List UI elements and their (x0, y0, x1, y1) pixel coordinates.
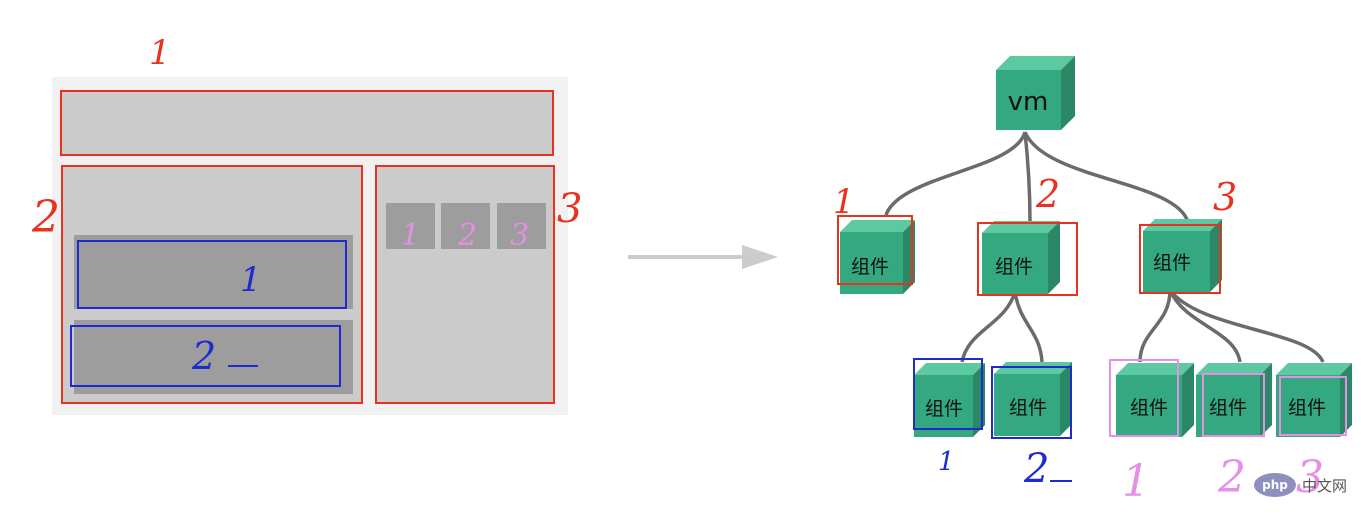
node-level1-1-label: 组件 (851, 256, 889, 278)
annotation-tab-2: 2 (457, 218, 477, 253)
leaf-3-1: 组件 (1109, 359, 1194, 437)
edge-root-1 (884, 131, 1027, 216)
annotation-inner-2: 2 (191, 334, 216, 378)
level1-number-3: 3 (1213, 175, 1237, 219)
annotation-inner-1: 1 (240, 260, 262, 300)
leaf-3-1-label: 组件 (1130, 397, 1168, 419)
leaf-2-1: 组件 (913, 358, 985, 437)
inner-block-2-bg (74, 320, 353, 394)
arrow-head (742, 245, 778, 269)
edge-root-2 (1023, 131, 1032, 223)
php-logo-text: php (1262, 478, 1288, 492)
edge-3-leaf-1 (1138, 289, 1172, 363)
leaf-3-2-label: 组件 (1209, 397, 1247, 419)
leaf-pink-number-3: 3 (1296, 452, 1324, 503)
edge-root-3 (1023, 131, 1190, 223)
node-level1-1-outline (837, 215, 913, 285)
root-label: vm (1008, 87, 1049, 117)
leaf-blue-number-2: 2 (1023, 446, 1049, 492)
annotation-right: 3 (557, 186, 582, 232)
header-block (60, 90, 554, 156)
leaf-3-3-outline (1279, 376, 1347, 436)
component-tree: vm 组件 组件 组件 (833, 56, 1352, 507)
node-level1-3-outline (1139, 224, 1221, 294)
layout-diagram: 1 2 3 1 2 1 2 3 (31, 33, 582, 415)
inner-block-1-outline (77, 240, 347, 309)
edge-3-leaf-2 (1168, 289, 1242, 363)
node-level1-2: 组件 (977, 221, 1078, 296)
leaf-2-1-outline (913, 358, 983, 430)
watermark-text: 中文网 (1302, 477, 1347, 495)
node-level1-3: 组件 (1139, 219, 1222, 294)
transform-arrow (628, 245, 778, 269)
leaf-3-3-label: 组件 (1288, 397, 1326, 419)
annotation-tab-3: 3 (510, 218, 529, 253)
root-node: vm (996, 56, 1075, 130)
node-level1-2-label: 组件 (995, 256, 1033, 278)
level1-number-1: 1 (833, 182, 855, 222)
edge-2-leaf-1 (960, 291, 1017, 363)
tab-box-1 (386, 203, 435, 249)
annotation-left: 2 (31, 192, 60, 243)
leaf-3-3: 组件 (1276, 363, 1352, 437)
right-block (375, 165, 555, 404)
level1-number-2: 2 (1035, 172, 1060, 216)
edge-3-leaf-3 (1168, 288, 1325, 363)
tab-box-2 (441, 203, 490, 249)
leaf-blue-number-1: 1 (938, 447, 955, 477)
leaf-3-2-outline (1202, 373, 1265, 437)
node-level1-3-label: 组件 (1153, 252, 1191, 274)
watermark: php 中文网 (1254, 473, 1347, 497)
leaf-2-1-label: 组件 (925, 398, 963, 420)
edge-2-leaf-2 (1013, 291, 1044, 363)
inner-block-2-outline (70, 325, 341, 387)
annotation-tab-1: 1 (401, 218, 420, 253)
leaf-2-2-label: 组件 (1009, 397, 1047, 419)
annotation-top: 1 (149, 33, 171, 73)
php-logo-icon (1254, 473, 1296, 497)
leaf-2-2-outline (991, 366, 1072, 439)
leaf-2-2: 组件 (991, 362, 1072, 439)
leaf-3-1-outline (1109, 359, 1179, 437)
leaf-3-2: 组件 (1196, 363, 1272, 437)
node-level1-1: 组件 (837, 215, 915, 294)
tab-box-3 (497, 203, 546, 249)
leaf-pink-number-2: 2 (1217, 452, 1246, 503)
tree-edges (884, 131, 1325, 363)
leaf-pink-number-1: 1 (1122, 456, 1150, 507)
node-level1-2-outline (977, 222, 1078, 296)
inner-block-1-bg (74, 235, 353, 309)
